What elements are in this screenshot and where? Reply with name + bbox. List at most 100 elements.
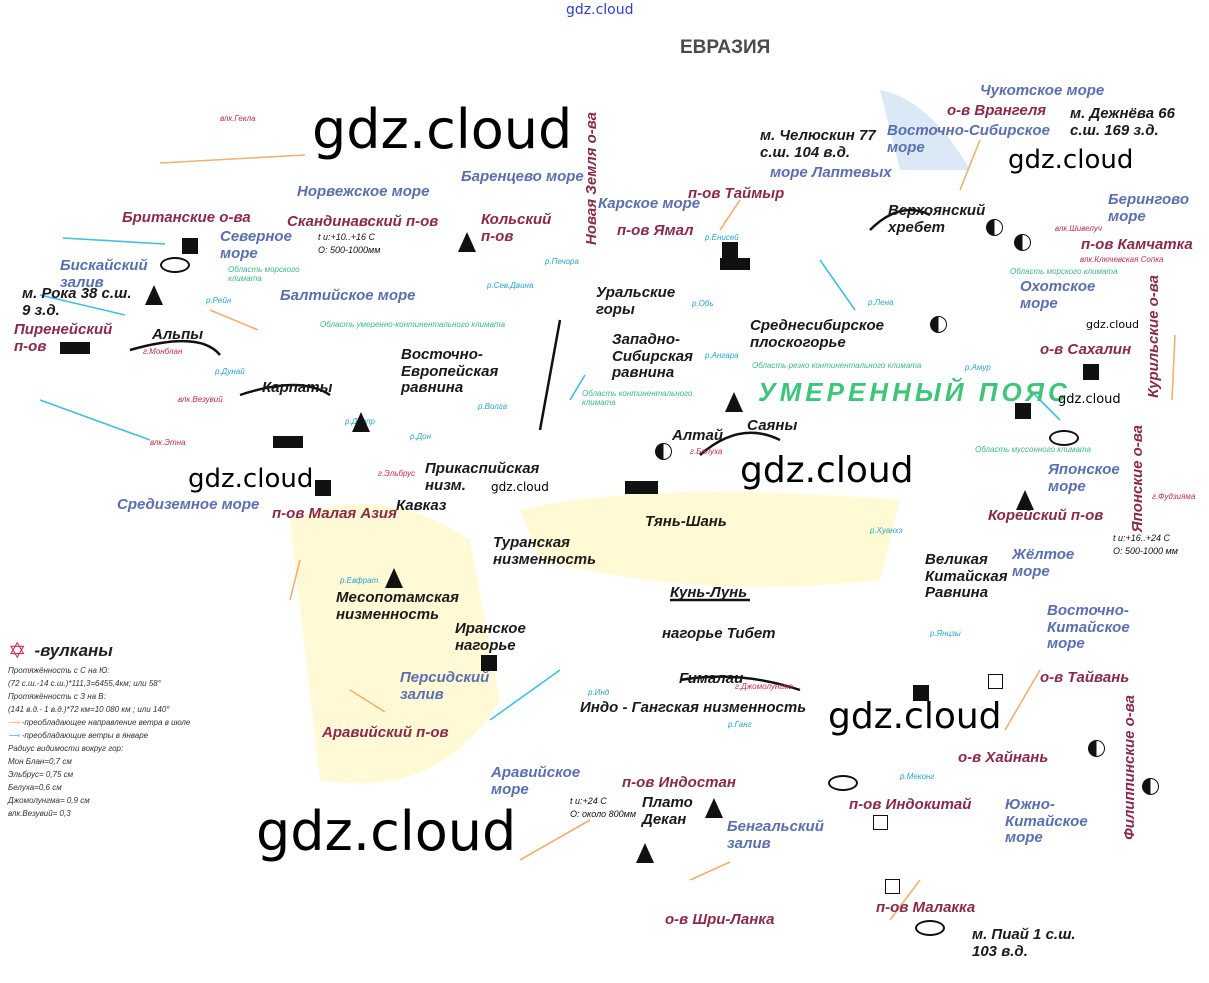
peninsula-label: Британские о-ва	[122, 209, 251, 226]
legend-wind-july: -преобладающее направление ветра в июле	[21, 718, 191, 727]
peak-label: влк.Гекла	[220, 114, 256, 123]
landform-label: Месопотамская низменность	[336, 589, 459, 623]
watermark: gdz.cloud	[188, 464, 314, 494]
river-label: р.Ганг	[728, 720, 752, 729]
peninsula-label: Корейский п-ов	[988, 507, 1104, 524]
sea-label: Бискайский залив	[60, 257, 148, 291]
legend: ✡ -вулканы Протяжённость с С на Ю: (72 с…	[8, 638, 288, 820]
climate-region-label: Область морского климата	[228, 265, 300, 283]
sea-label: море Лаптевых	[770, 164, 892, 181]
peak-label: г.Джомолунгма	[735, 682, 794, 691]
peak-label: влк.Этна	[150, 438, 186, 447]
landform-label: Плато Декан	[642, 794, 693, 828]
watermark: gdz.cloud	[312, 98, 573, 161]
river-label: р.Печора	[545, 257, 579, 266]
river-label: р.Меконг	[900, 772, 935, 781]
sea-label: Чукотское море	[980, 82, 1105, 99]
peninsula-label: о-в Хайнань	[958, 749, 1049, 766]
climate-note: t u:+16..+24 C	[1113, 533, 1171, 543]
peak-label: влк.Ключевская Сопка	[1080, 255, 1164, 264]
coal-icon	[913, 685, 929, 701]
peninsula-label: Пиренейский п-ов	[14, 321, 113, 355]
legend-radius: Мон Блан=0,7 см	[8, 757, 72, 766]
oil-icon	[60, 342, 90, 354]
peninsula-label: п-ов Камчатка	[1081, 236, 1193, 253]
legend-wind-january: -преобладающие ветры в январе	[21, 731, 149, 740]
peak-label: влк.Везувий	[178, 395, 223, 404]
mountain-icon	[352, 412, 370, 432]
peak-label: г.Фудзияма	[1152, 492, 1196, 501]
landform-label: Верхоянский хребет	[888, 202, 986, 236]
half-circle-icon	[1014, 234, 1031, 251]
river-label: р.Дунай	[215, 367, 245, 376]
watermark: gdz.cloud	[1058, 392, 1121, 407]
coal-icon	[182, 238, 198, 254]
river-label: р.Ангара	[705, 351, 739, 360]
source-link[interactable]: gdz.cloud	[566, 2, 634, 18]
coal-icon	[1083, 364, 1099, 380]
river-label: р.Инд	[588, 688, 610, 697]
sea-label: Средиземное море	[117, 496, 260, 513]
sea-label: Балтийское море	[280, 287, 416, 304]
sea-label: Восточно-Китайское море	[1047, 602, 1130, 652]
sea-label: Карское море	[598, 195, 701, 212]
peninsula-label: о-в Врангеля	[947, 102, 1047, 119]
sea-label: Северное море	[220, 228, 292, 262]
landform-label: Альпы	[152, 326, 204, 343]
oil-icon	[625, 481, 658, 494]
peninsula-label: п-ов Малая Азия	[272, 505, 397, 522]
peninsula-label: Аравийский п-ов	[322, 724, 449, 741]
river-label: р.Хуанхэ	[870, 526, 903, 535]
gas-icon	[1049, 430, 1079, 446]
sea-label: Бенгальский залив	[727, 818, 824, 852]
sea-label: Жёлтое море	[1012, 546, 1075, 580]
peak-label: г.Монблан	[143, 347, 183, 356]
mountain-icon	[725, 392, 743, 412]
peninsula-label: Японские о-ва	[1129, 425, 1146, 533]
legend-volcano-label: -вулканы	[34, 641, 113, 660]
sea-label: Берингово море	[1108, 191, 1189, 225]
peak-label: влк.Шивелуч	[1055, 224, 1102, 233]
legend-radius: влк.Везувий= 0,3	[8, 809, 71, 818]
landform-label: Туранская низменность	[493, 534, 596, 568]
sea-label: Персидский залив	[400, 669, 490, 703]
river-label: р.Сев.Двина	[487, 281, 534, 290]
map-title: ЕВРАЗИЯ	[680, 37, 771, 58]
peninsula-label: п-ов Индокитай	[849, 796, 972, 813]
half-circle-icon	[655, 443, 672, 460]
climate-region-label: Область умеренно-континентального климат…	[320, 320, 506, 329]
legend-line: (141 в.д.- 1 в.д.)*72 км=10 080 км ; или…	[8, 705, 170, 714]
gas-icon	[160, 257, 190, 273]
climate-note: t u:+24 C	[570, 796, 607, 806]
half-circle-icon	[930, 316, 947, 333]
half-circle-icon	[1142, 778, 1159, 795]
volcano-star-icon: ✡	[8, 638, 27, 663]
gas-icon	[915, 920, 945, 936]
watermark: gdz.cloud	[1086, 318, 1140, 331]
peninsula-label: о-в Сахалин	[1040, 341, 1132, 358]
watermark: gdz.cloud	[740, 450, 914, 491]
climate-note: O: 500-1000 мм	[1113, 546, 1178, 556]
landform-label: Кунь-Лунь	[670, 584, 748, 601]
coal-icon	[315, 480, 331, 496]
half-circle-icon	[986, 219, 1003, 236]
river-label: р.Рейн	[206, 296, 232, 305]
sea-label: Баренцево море	[461, 168, 584, 185]
peninsula-label: Филиппинские о-ва	[1121, 695, 1138, 840]
landform-label: Восточно-Европейская равнина	[401, 346, 499, 396]
climate-note: O: около 800мм	[570, 809, 637, 819]
climate-region-label: Область морского климата	[1010, 267, 1118, 276]
watermark: gdz.cloud	[491, 480, 549, 494]
peninsula-label: п-ов Малакка	[876, 899, 976, 916]
peak-label: г.Белуха	[690, 447, 723, 456]
sea-label: Аравийское море	[491, 764, 581, 798]
mountain-icon	[705, 798, 723, 818]
peninsula-label: п-ов Ямал	[617, 222, 694, 239]
peninsula-label: Новая Земля о-ва	[583, 112, 600, 245]
landform-label: Карпаты	[262, 379, 333, 396]
mountain-icon	[636, 843, 654, 863]
landform-label: Кавказ	[396, 497, 447, 514]
legend-radius: Эльбрус= 0,75 см	[8, 770, 74, 779]
peninsula-label: о-в Шри-Ланка	[665, 911, 775, 928]
legend-line: Протяжённость с С на Ю:	[8, 666, 110, 675]
